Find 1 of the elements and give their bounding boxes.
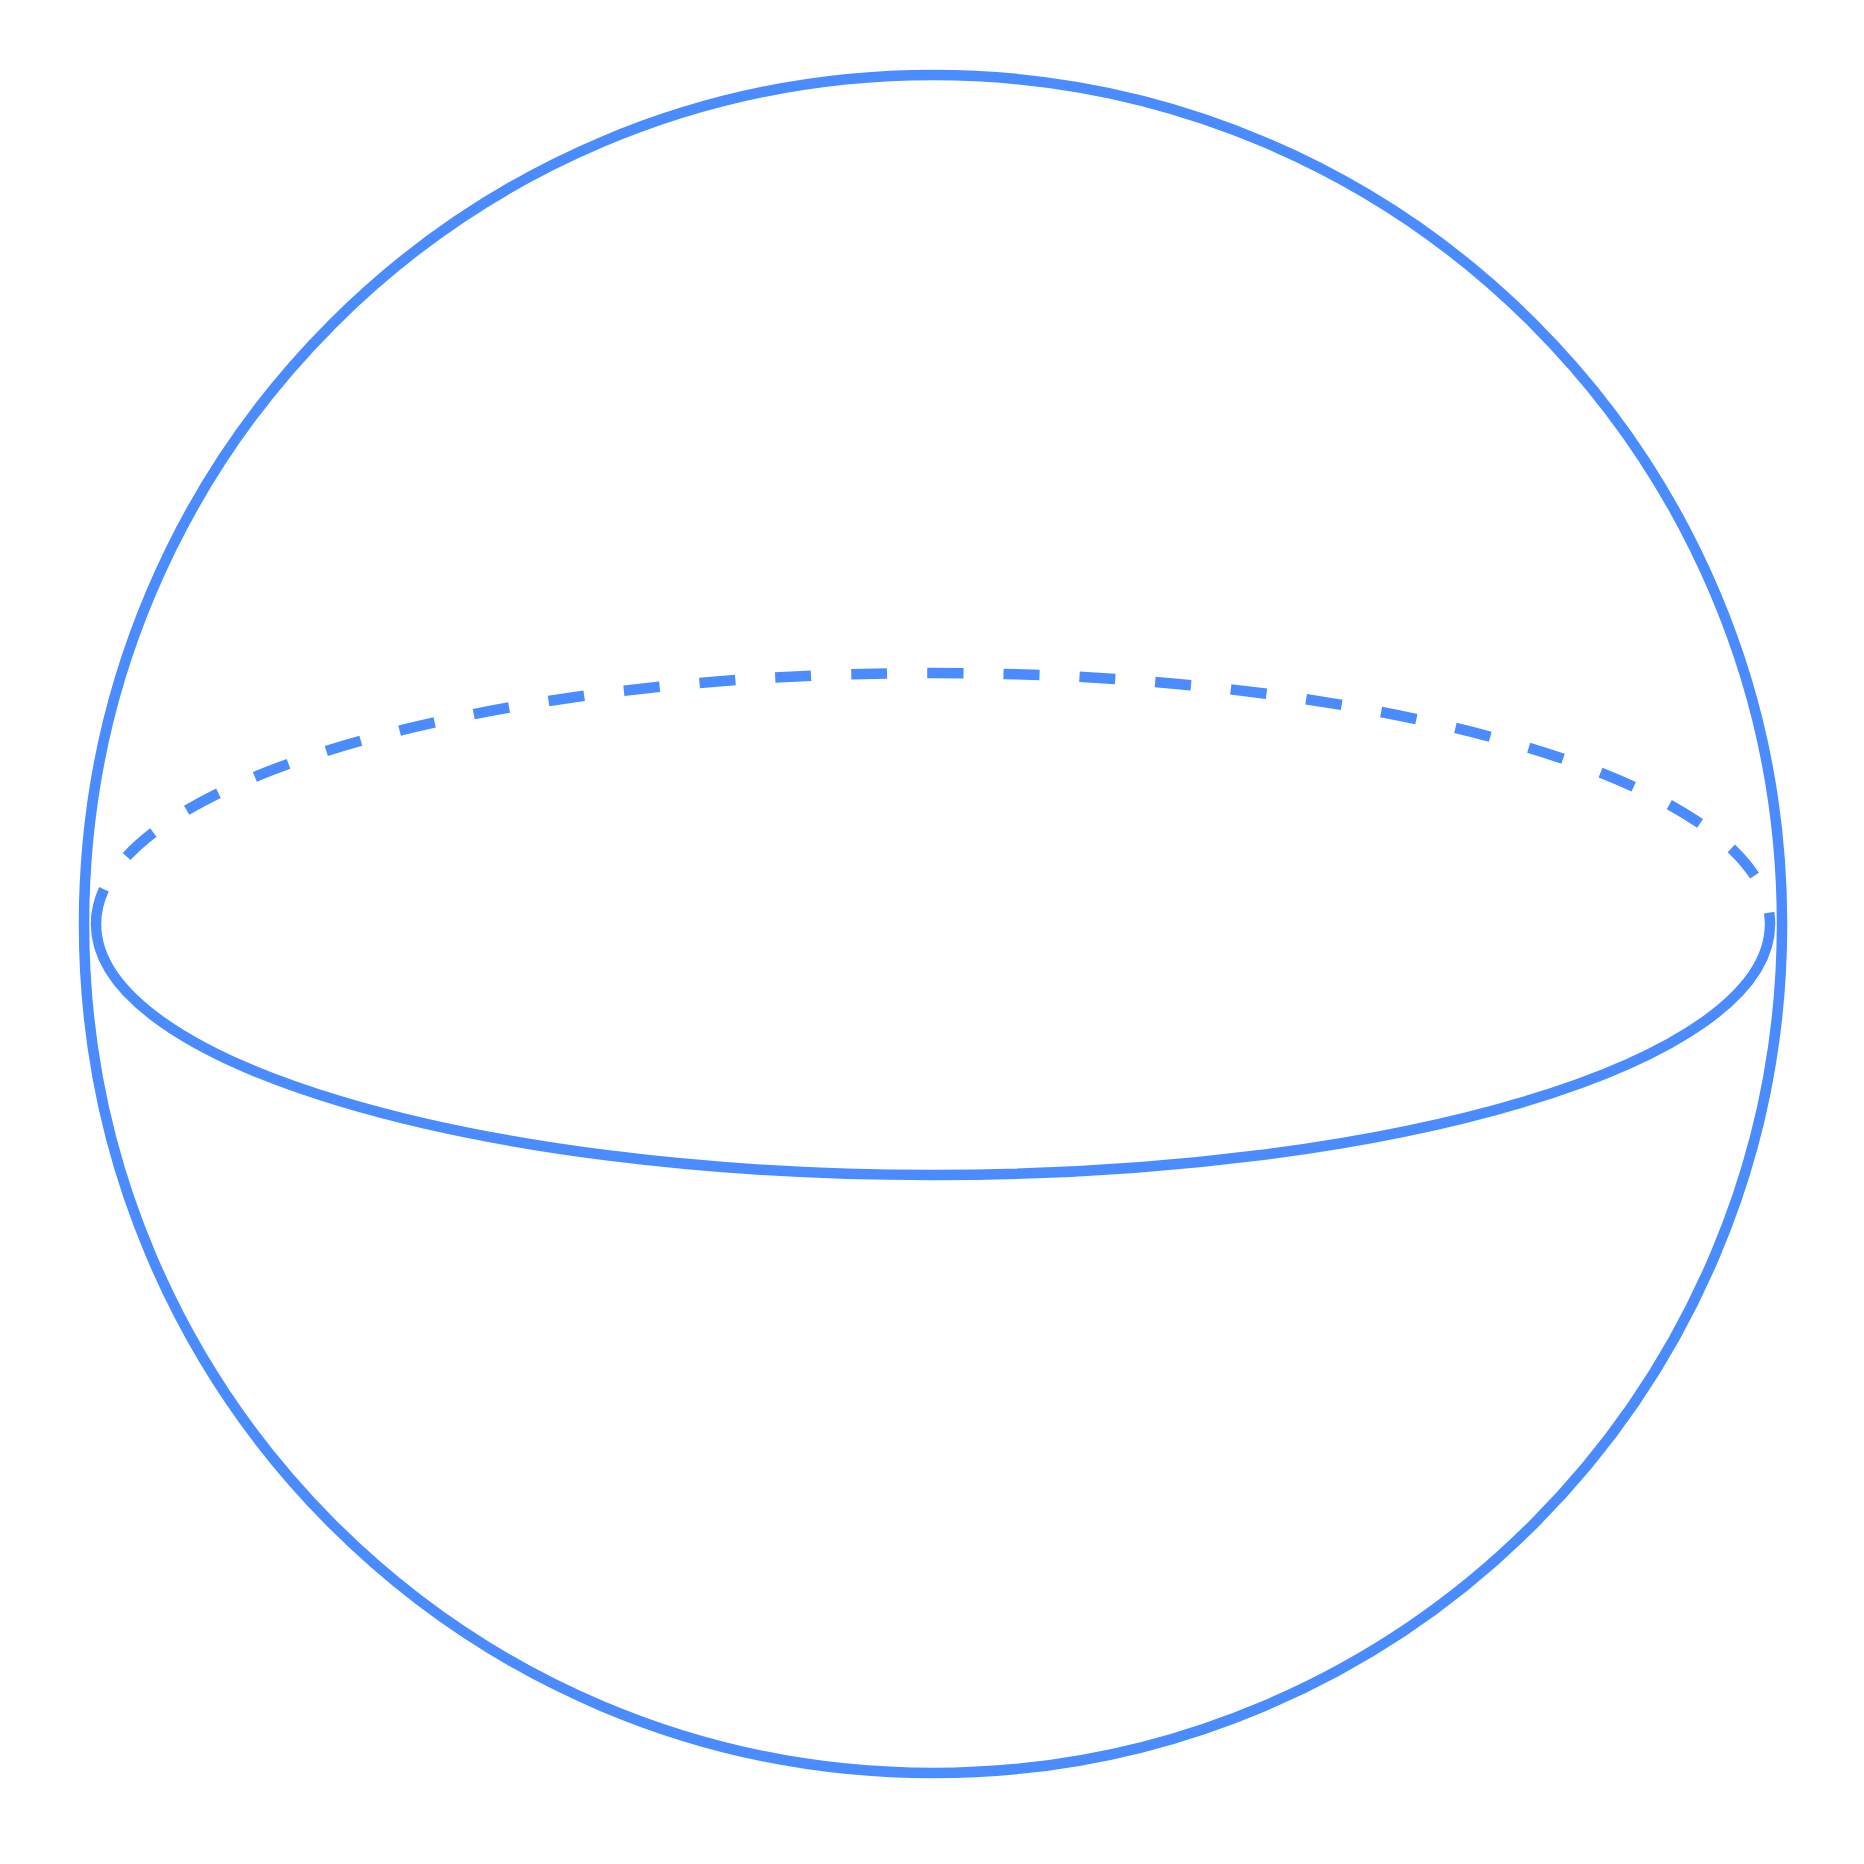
sphere-drawing <box>78 69 1788 1779</box>
